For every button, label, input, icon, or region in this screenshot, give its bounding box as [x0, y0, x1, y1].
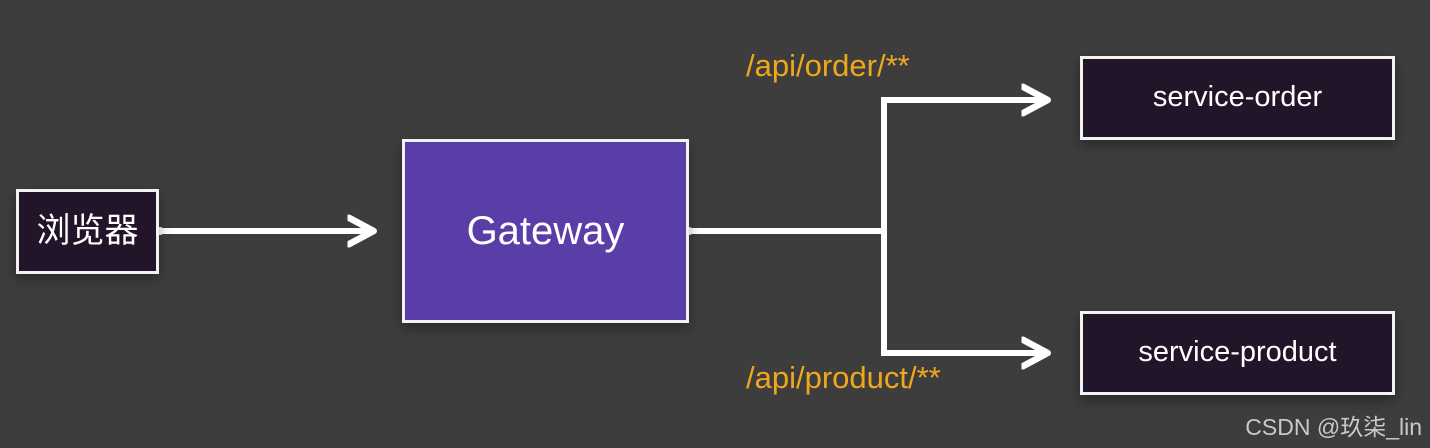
node-gateway-label: Gateway: [466, 209, 625, 253]
node-service-order-label: service-order: [1152, 81, 1323, 114]
node-service-product: service-product: [1080, 311, 1395, 395]
route-label-order: /api/order/**: [746, 48, 910, 83]
node-browser: 浏览器: [16, 189, 159, 274]
route-label-product: /api/product/**: [746, 360, 941, 395]
node-browser-label: 浏览器: [36, 211, 139, 250]
watermark: CSDN @玖柒_lin: [1245, 414, 1422, 440]
node-service-order: service-order: [1080, 56, 1395, 140]
node-gateway: Gateway: [402, 139, 689, 323]
node-service-product-label: service-product: [1138, 336, 1337, 369]
